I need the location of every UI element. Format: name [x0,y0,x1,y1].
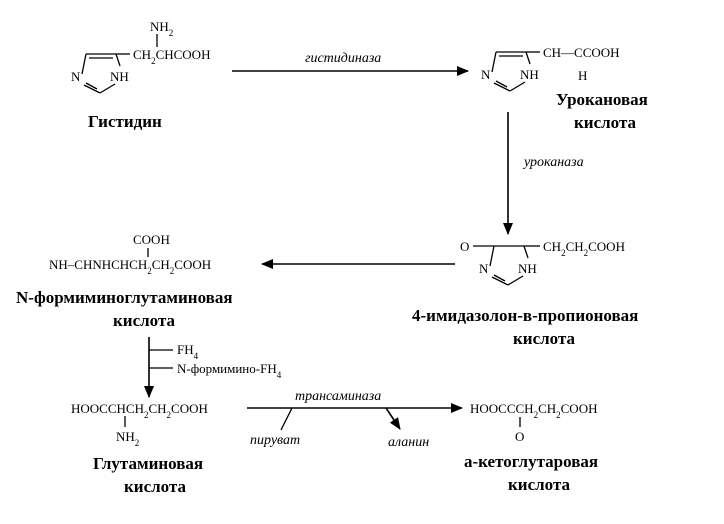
formimino-name-line2: кислота [113,311,176,330]
histidine-amino-group: NH2 [150,19,173,38]
formimino-chain: NH–CHNHCHCH2CH2COOH [49,257,211,276]
enzyme-histidase-label: гистидиназа [305,51,381,66]
imidazolone-structure: O N NH CH2CH2COOH 4-имидазолон-в-пропион… [412,239,638,348]
imidazolone-ring-nh: NH [518,261,537,276]
glutamic-name-line2: кислота [124,477,187,496]
urocanic-ring-nh: NH [520,67,539,82]
imidazolone-ring-n: N [479,261,489,276]
ketoglutaric-acid-structure: HOOCCCH2CH2COOH O а-кетоглутаровая кисло… [464,401,598,494]
ketoglutaric-chain: HOOCCCH2CH2COOH [470,401,597,420]
formimino-carboxyl: COOH [133,232,170,247]
imidazolone-name-line1: 4-имидазолон-в-пропионовая [412,306,638,325]
imidazolone-ring [473,245,540,286]
enzyme-transaminase-label: трансаминаза [295,389,381,404]
glutamic-chain: HOOCCHCH2CH2COOH [71,401,208,420]
enzyme-urocanase-label: уроканаза [522,155,584,170]
urocanic-ring-n: N [481,67,491,82]
cofactor-alanine: аланин [388,435,429,450]
histidine-side-chain: CH2CHCOOH [133,47,210,66]
histidine-ring-nh: NH [110,69,129,84]
urocanic-hydrogen: H [578,68,587,83]
histidine-name: Гистидин [88,112,162,131]
cofactor-fh4: FH4 [177,342,199,361]
pyruvate-input-line [280,407,293,431]
formimino-name-line1: N-формиминоглутаминовая [16,288,233,307]
histidine-ring-n: N [71,69,81,84]
ketoglutaric-name-line2: кислота [508,475,571,494]
urocanic-acid-structure: N NH CH—CCOOH H Урокановая кислота [481,45,648,132]
cofactor-pyruvate: пируват [250,433,300,448]
cofactor-n-formimino-fh4: N-формимино-FH4 [177,361,282,380]
imidazolone-name-line2: кислота [513,329,576,348]
urocanic-name-line2: кислота [574,113,637,132]
histidine-structure: N NH CH2CHCOOH NH2 Гистидин [71,19,210,131]
ketoglutaric-carbonyl-o: O [515,429,524,444]
histidine-imidazole-ring [81,53,130,94]
ketoglutaric-name-line1: а-кетоглутаровая [464,452,598,471]
alanine-output-arrow [385,407,401,430]
urocanic-name-line1: Урокановая [556,90,648,109]
urocanic-imidazole-ring [491,51,540,92]
imidazolone-carbonyl-o: O [460,239,469,254]
glutamic-amino-group: NH2 [116,429,139,448]
urocanic-side-chain: CH—CCOOH [543,45,620,60]
glutamic-name-line1: Глутаминовая [93,454,203,473]
imidazolone-side-chain: CH2CH2COOH [543,239,625,258]
glutamic-acid-structure: HOOCCHCH2CH2COOH NH2 Глутаминовая кислот… [71,401,208,496]
formiminoglutamic-structure: COOH NH–CHNHCHCH2CH2COOH N-формиминоглут… [16,232,233,330]
